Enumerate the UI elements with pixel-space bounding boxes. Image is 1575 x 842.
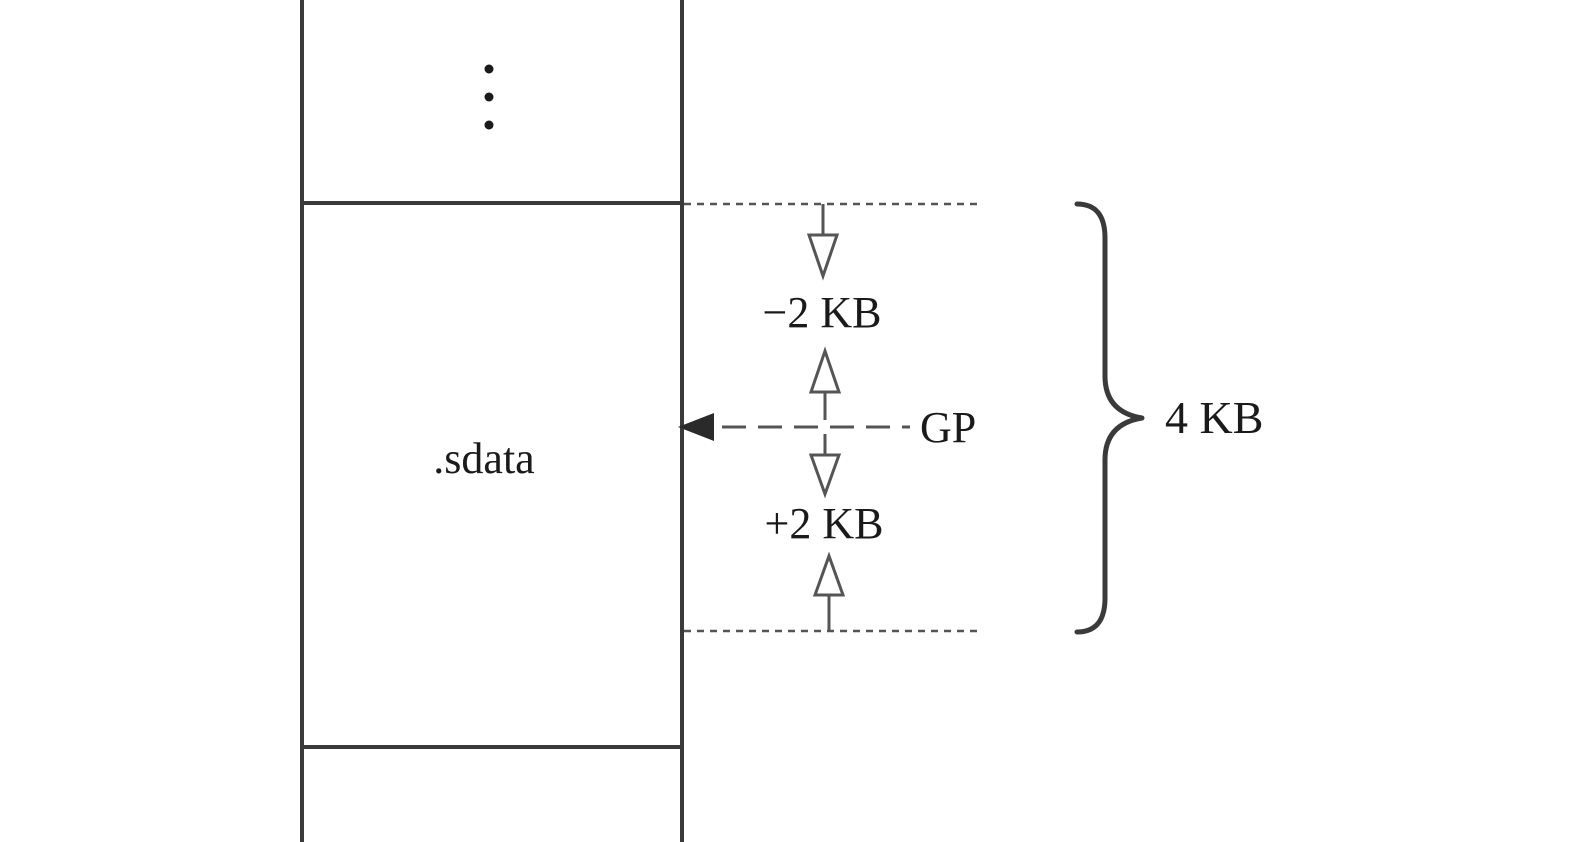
vertical-ellipsis-icon (484, 64, 494, 130)
range-size-label: 4 KB (1165, 392, 1263, 443)
up-arrow-icon (808, 346, 842, 420)
upper-offset-label: +2 KB (765, 499, 884, 548)
lower-offset-label: −2 KB (763, 288, 882, 337)
gp-pointer-label: GP (920, 403, 976, 452)
gp-pointer-arrowhead-icon (678, 413, 714, 441)
up-arrow-icon (812, 551, 846, 631)
down-arrow-icon (806, 204, 840, 281)
down-arrow-icon (808, 434, 842, 499)
range-curly-brace-icon (1074, 201, 1145, 635)
sdata-section-label: .sdata (433, 434, 534, 483)
